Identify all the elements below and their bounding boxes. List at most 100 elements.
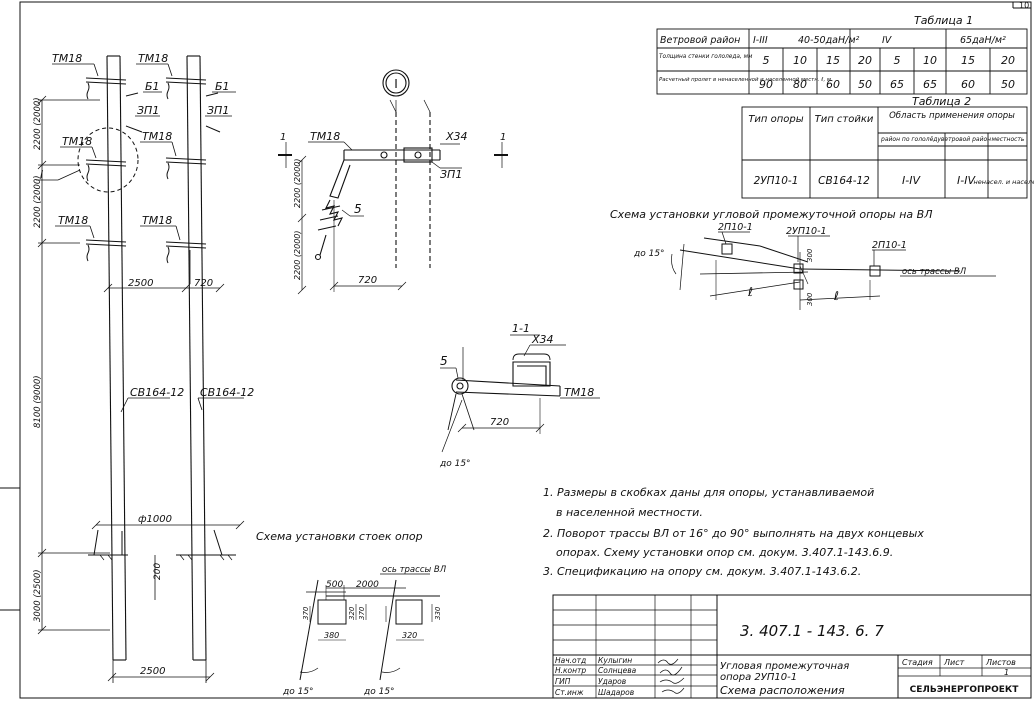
lp-angle-1: до 15° xyxy=(282,687,314,697)
t1-r1-c4: 65даН/м² xyxy=(960,35,1006,46)
dim-2500-bottom: 2500 xyxy=(140,666,165,677)
elevation-posts xyxy=(106,55,207,661)
tb-doc-number: 3. 407.1 - 143. 6. 7 xyxy=(740,622,884,640)
note-1: 1. Размеры в скобках даны для опоры, уст… xyxy=(543,486,874,499)
note-1b: в населенной местности. xyxy=(556,506,703,519)
t2-h-ice: район по гололёду xyxy=(880,136,941,143)
d1-dim-v2: 2200 (2000) xyxy=(293,230,302,280)
t2-terrain: ненасел. и населен. xyxy=(974,178,1034,186)
d1-sec-left: 1 xyxy=(280,132,286,143)
t2-h-post: Тип стойки xyxy=(815,114,874,125)
tb-role-2: Н.контр xyxy=(555,666,586,675)
tb-role-1: Нач.отд xyxy=(555,656,586,665)
dim-v-1: 2200 (2000) xyxy=(33,97,43,150)
dim-v-4: 3000 (2500) xyxy=(33,569,43,622)
table1 xyxy=(656,28,1028,95)
lbl-tm18-2: ТМ18 xyxy=(138,52,168,65)
lp-dim-320a: 320 xyxy=(348,606,356,620)
t1-cell: 15 xyxy=(826,54,840,67)
s11-tm18: ТМ18 xyxy=(564,386,594,399)
la-lbl-1: 2П10-1 xyxy=(718,222,753,233)
t1-cell: 20 xyxy=(1001,54,1015,67)
detail1-title: I xyxy=(394,77,398,91)
la-title: Схема установки угловой промежуточной оп… xyxy=(610,208,932,221)
detail-circle xyxy=(77,127,139,193)
t2-h-type: Тип опоры xyxy=(748,114,803,125)
la-dim-1: 300 xyxy=(806,248,814,262)
detail1 xyxy=(278,69,508,295)
t2-wind: I-IV xyxy=(957,174,976,187)
la-lbl-2: 2УП10-1 xyxy=(786,226,827,237)
tb-name-1: Кулыгин xyxy=(598,656,632,665)
la-angle: до 15° xyxy=(633,249,665,259)
t1-cell: 90 xyxy=(759,78,773,91)
lbl-tm18-5: ТМ18 xyxy=(58,214,88,227)
t1-r1-c1: I-III xyxy=(753,35,768,46)
d1-sec-right: 1 xyxy=(500,132,506,143)
dim-2500-top: 2500 xyxy=(128,278,153,289)
t1-r3-label: Расчетный пролет в ненаселенной и населе… xyxy=(659,77,831,83)
lbl-zp1-1: ЗП1 xyxy=(137,104,159,117)
lp-axis: ось трассы ВЛ xyxy=(382,565,447,575)
tb-name-2: Солнцева xyxy=(598,666,637,675)
lp-dim-370b: 370 xyxy=(358,606,366,620)
note-2b: опорах. Схему установки опор см. докум. … xyxy=(556,546,893,559)
title-block xyxy=(552,594,1032,699)
tb-name-3: Ударов xyxy=(598,677,626,686)
lbl-tm18-4: ТМ18 xyxy=(142,130,172,143)
dim-720: 720 xyxy=(194,278,213,289)
s11-angle: до 15° xyxy=(439,459,471,469)
d1-dim-h: 720 xyxy=(358,275,377,286)
t2-post: СВ164-12 xyxy=(818,175,870,187)
tb-organization: СЕЛЬЭНЕРГОПРОЕКТ xyxy=(910,685,1020,695)
t1-r1-label: Ветровой район xyxy=(660,35,740,46)
table2-title: Таблица 2 xyxy=(912,95,972,108)
la-lbl-3: 2П10-1 xyxy=(872,240,907,251)
lbl-b1-1: Б1 xyxy=(145,80,160,93)
la-axis: ось трассы ВЛ xyxy=(902,267,967,277)
lp-dim-330: 330 xyxy=(434,606,442,620)
lp-dim-2000: 2000 xyxy=(356,580,379,590)
table1-title: Таблица 1 xyxy=(914,14,974,27)
d1-x34: Х34 xyxy=(445,130,468,143)
t1-cell: 60 xyxy=(826,78,840,91)
tb-sheet: Лист xyxy=(943,658,965,667)
lp-title: Схема установки стоек опор xyxy=(256,530,423,543)
lp-dim-320b: 320 xyxy=(402,631,417,640)
tb-role-3: ГИП xyxy=(555,677,571,686)
d1-tm18: ТМ18 xyxy=(310,130,340,143)
lbl-b1-2: Б1 xyxy=(215,80,230,93)
tb-sheets-value: 1 xyxy=(1004,668,1009,677)
t1-r1-c3: IV xyxy=(882,35,893,46)
t2-ice: I-IV xyxy=(902,174,921,187)
d1-5: 5 xyxy=(354,202,362,216)
tb-role-4: Ст.инж xyxy=(555,688,584,697)
t1-cell: 60 xyxy=(961,78,975,91)
t1-cell: 80 xyxy=(793,78,807,91)
d1-dim-v1: 2200 (2000) xyxy=(293,158,302,208)
table2 xyxy=(741,106,1028,199)
lp-dim-380: 380 xyxy=(324,631,339,640)
t2-h-area: Область применения опоры xyxy=(889,111,1015,121)
tb-title-2: опора 2УП10-1 xyxy=(720,672,797,683)
lp-angle-2: до 15° xyxy=(363,687,395,697)
lbl-tm18-1: ТМ18 xyxy=(52,52,82,65)
d1-zp1: ЗП1 xyxy=(440,168,462,181)
note-2: 2. Поворот трассы ВЛ от 16° до 90° выпол… xyxy=(543,527,924,540)
t1-cell: 50 xyxy=(858,78,872,91)
t2-h-wind: ветровой район xyxy=(941,136,991,143)
s11-dim: 720 xyxy=(490,417,509,428)
lbl-post-1: СВ164-12 xyxy=(130,386,184,399)
traverses xyxy=(85,77,221,264)
lbl-post-2: СВ164-12 xyxy=(200,386,254,399)
t2-type: 2УП10-1 xyxy=(754,175,799,187)
note-3: 3. Спецификацию на опору см. докум. 3.40… xyxy=(543,565,861,578)
lp-dim-500: 500 xyxy=(326,580,343,590)
t1-cell: 5 xyxy=(894,54,901,67)
t1-cell: 65 xyxy=(923,78,937,91)
dim-pit: ф1000 xyxy=(138,514,172,525)
lp-dim-370a: 370 xyxy=(302,606,310,620)
